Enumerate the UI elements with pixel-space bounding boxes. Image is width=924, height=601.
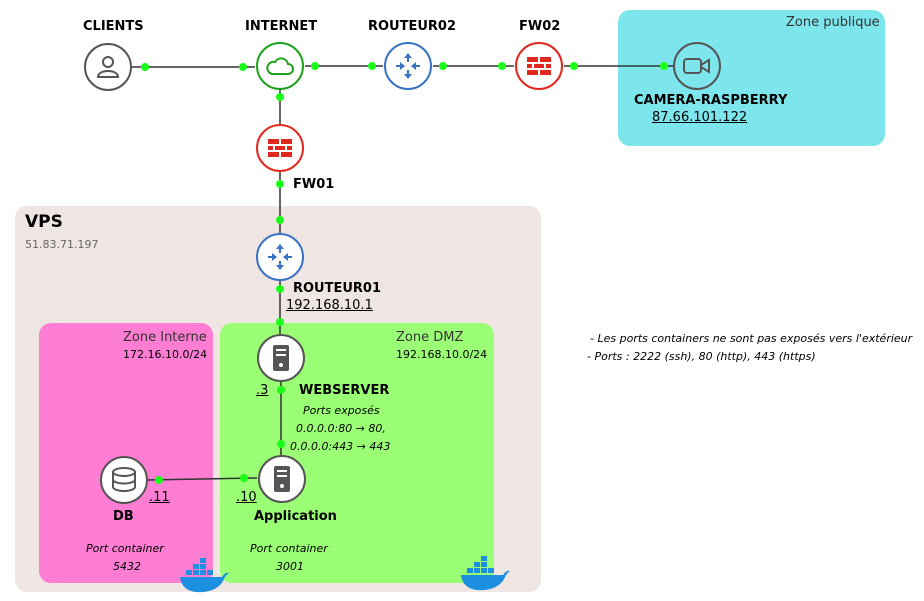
router-icon <box>268 244 292 270</box>
webserver-ports-title: Ports exposés <box>303 404 380 417</box>
port-dot <box>276 216 284 224</box>
node-camera[interactable] <box>673 42 721 90</box>
port-dot <box>240 474 248 482</box>
port-dot <box>276 318 284 326</box>
application-port-title: Port container <box>250 542 328 555</box>
db-host: .11 <box>149 490 170 505</box>
node-routeur01[interactable] <box>256 233 304 281</box>
zone-vps-subnet: 51.83.71.197 <box>25 238 99 251</box>
node-fw01[interactable] <box>256 124 304 172</box>
node-label-application: Application <box>254 509 337 524</box>
node-internet[interactable] <box>256 42 304 90</box>
port-dot <box>439 62 447 70</box>
zone-dmz-title: Zone DMZ <box>396 330 464 345</box>
docker-icon <box>180 558 229 593</box>
cloud-icon <box>266 57 294 75</box>
application-host: .10 <box>236 490 257 505</box>
node-clients[interactable] <box>84 43 132 91</box>
firewall-icon <box>268 139 292 157</box>
router-icon <box>396 53 420 79</box>
node-label-camera: CAMERA-RASPBERRY <box>634 93 788 108</box>
note-line-2: - Ports : 2222 (ssh), 80 (http), 443 (ht… <box>587 350 816 363</box>
webserver-ports-line1: 0.0.0.0:80 → 80, <box>296 422 386 435</box>
routeur01-ip: 192.168.10.1 <box>286 298 373 313</box>
zone-interne-title: Zone Interne <box>123 330 207 345</box>
node-fw02[interactable] <box>515 42 563 90</box>
user-icon <box>96 56 120 78</box>
docker-icon <box>461 556 510 591</box>
node-label-clients: CLIENTS <box>83 19 144 34</box>
port-dot <box>239 63 247 71</box>
node-db[interactable] <box>100 456 148 504</box>
db-port-value: 5432 <box>113 560 141 573</box>
node-label-routeur01: ROUTEUR01 <box>293 281 382 296</box>
port-dot <box>498 62 506 70</box>
port-dot <box>276 285 284 293</box>
port-dot <box>368 62 376 70</box>
server-icon <box>273 345 289 371</box>
zone-public <box>618 10 885 146</box>
camera-ip: 87.66.101.122 <box>652 110 748 125</box>
port-dot <box>276 93 284 101</box>
zone-public-title: Zone publique <box>786 15 880 30</box>
node-application[interactable] <box>258 455 306 503</box>
port-dot <box>570 62 578 70</box>
port-dot <box>155 476 163 484</box>
node-label-internet: INTERNET <box>245 19 318 34</box>
zone-vps-title: VPS <box>25 212 63 232</box>
zone-dmz-subnet: 192.168.10.0/24 <box>396 348 488 361</box>
port-dot <box>277 386 285 394</box>
zone-interne-subnet: 172.16.10.0/24 <box>123 348 208 361</box>
webserver-ports-line2: 0.0.0.0:443 → 443 <box>290 440 391 453</box>
db-port-title: Port container <box>86 542 164 555</box>
port-dot <box>311 62 319 70</box>
port-dot <box>276 180 284 188</box>
node-label-fw02: FW02 <box>519 19 561 34</box>
zone-interne <box>39 323 213 583</box>
node-label-routeur02: ROUTEUR02 <box>368 19 457 34</box>
note-line-1: - Les ports containers ne sont pas expos… <box>590 332 913 345</box>
video-camera-icon <box>683 58 710 74</box>
node-label-webserver: WEBSERVER <box>299 383 390 398</box>
server-icon <box>274 466 290 492</box>
application-port-value: 3001 <box>276 560 304 573</box>
node-webserver[interactable] <box>257 334 305 382</box>
node-label-db: DB <box>113 509 134 524</box>
node-routeur02[interactable] <box>384 42 432 90</box>
link-db-application <box>146 477 258 481</box>
port-dot <box>660 62 668 70</box>
database-icon <box>112 467 136 492</box>
port-dot <box>277 440 285 448</box>
port-dot <box>141 63 149 71</box>
node-label-fw01: FW01 <box>293 177 335 192</box>
webserver-host: .3 <box>256 383 269 398</box>
firewall-icon <box>527 57 551 75</box>
